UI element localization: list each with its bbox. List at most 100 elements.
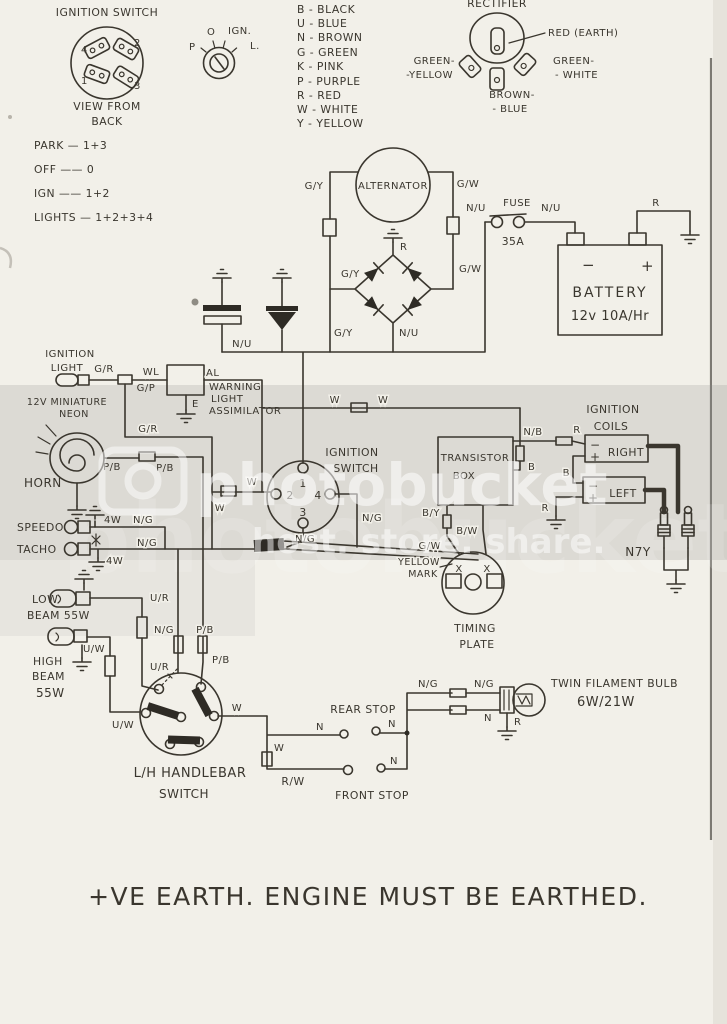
wire-label-nb: N/B xyxy=(523,427,542,438)
watermark-ghost-text: photobucket xyxy=(62,483,727,595)
tail-bulb-spec: 6W/21W xyxy=(577,695,635,710)
position-lights: L. xyxy=(250,41,260,52)
terminal-3-label: 3 xyxy=(134,81,141,92)
wire-label-w: W xyxy=(232,703,242,714)
watermark-tagline-text: host. store. share. xyxy=(252,522,605,562)
wire-label-nu: N/U xyxy=(399,328,419,339)
high-beam-lamp: HIGH BEAM 55W U/W U/W xyxy=(32,627,141,733)
low-beam-lamp: LOW BEAM 55W U/R U/R xyxy=(27,569,170,691)
legend-item: R - RED xyxy=(297,89,341,102)
wire-label-w: W xyxy=(330,395,340,406)
rectifier-red-earth-label: RED (EARTH) xyxy=(548,28,618,39)
wire-label-ng: N/G xyxy=(137,538,157,549)
wire-label-n: N xyxy=(390,756,398,767)
timing-plate: X X YELLOW MARK TIMING PLATE xyxy=(396,551,505,651)
wire-label-nu: N/U xyxy=(541,203,561,214)
position-row: IGN —— 1+2 xyxy=(34,187,110,200)
battery-neg-terminal: − xyxy=(582,256,595,274)
alternator: ALTERNATOR G/Y G/W xyxy=(303,147,480,353)
rectifier-brown-blue-label: BROWN- xyxy=(489,90,535,101)
battery-spec: 12v 10A/Hr xyxy=(571,309,649,324)
handlebar-switch: P/B P/B W L/H HANDLEBAR SWITCH xyxy=(134,624,268,801)
warning-light-assimilator: WL G/P AL E WARNING LIGHT ASSIMILATOR G/… xyxy=(124,364,281,550)
wire-label-by: B/Y xyxy=(422,508,440,519)
position-off: O xyxy=(207,27,215,38)
wire-label-w: W xyxy=(274,743,284,754)
ignition-switch-schematic: 1 2 4 3 IGNITION SWITCH W W N/G N/G xyxy=(211,446,383,548)
high-beam-label1: HIGH xyxy=(33,655,63,668)
battery-pos-terminal: + xyxy=(641,257,654,275)
wire-label-w: W xyxy=(247,477,257,488)
ht-leads xyxy=(642,443,681,515)
spark-plug-type: N7Y xyxy=(625,545,651,559)
fuse: N/U FUSE 35A N/U xyxy=(466,198,576,248)
rectifier-green-white-label2: - WHITE xyxy=(555,70,598,81)
coil-left-neg: − xyxy=(588,479,599,493)
wire-label-al: AL xyxy=(206,368,219,379)
wire-label-ng: N/G xyxy=(133,515,153,526)
switch-position-table: PARK — 1+3 OFF —— 0 IGN —— 1+2 LIGHTS — … xyxy=(34,139,153,224)
rectifier-green-white-label: GREEN- xyxy=(553,56,594,67)
rectifier-title: RECTIFIER xyxy=(467,0,527,10)
switch-terminal-1: 1 xyxy=(299,477,306,490)
neon-label2: NEON xyxy=(59,409,89,420)
legend-item: N - BROWN xyxy=(297,31,363,44)
terminal-4-label: 4 xyxy=(81,45,88,56)
spark-plugs: N7Y xyxy=(625,505,695,594)
speedo-wattage: 4W xyxy=(104,515,121,526)
legend-item: B - BLACK xyxy=(297,3,356,16)
camera-icon xyxy=(98,446,188,516)
stop-switches: REAR STOP N N W R/W N FRONT STOP xyxy=(261,692,453,802)
coil-left-pos: + xyxy=(588,491,599,505)
timing-plate-title2: PLATE xyxy=(459,638,494,651)
coil-right-pos: + xyxy=(590,450,601,464)
coil-right-neg: − xyxy=(590,438,601,452)
wire-label-nu: N/U xyxy=(466,203,486,214)
high-beam-label2: BEAM xyxy=(32,670,65,683)
low-beam-label1: LOW xyxy=(32,593,58,606)
ignition-switch-title2: SWITCH xyxy=(333,462,378,475)
wire-label-ur: U/R xyxy=(150,593,169,604)
coil-right-label: RIGHT xyxy=(608,446,644,459)
rectifier-green-yellow-label: GREEN- xyxy=(414,56,455,67)
wire-label-b: B xyxy=(563,468,570,479)
wire-label-r: R xyxy=(400,242,407,253)
assimilator-label2: LIGHT xyxy=(211,394,244,405)
yellow-mark-label2: MARK xyxy=(408,569,438,580)
wire-label-ng: N/G xyxy=(154,625,174,636)
photobucket-watermark: photobucket xyxy=(0,385,727,636)
wire-label-n: N xyxy=(316,722,324,733)
switch-terminal-3: 3 xyxy=(299,506,306,519)
ng-junction: N/G xyxy=(152,537,479,674)
capacitor xyxy=(191,268,242,353)
wire-label-n: N xyxy=(388,719,396,730)
wire-label-uw: U/W xyxy=(83,644,105,655)
wire-label-pb: P/B xyxy=(196,625,214,636)
ink-dot xyxy=(191,298,199,306)
battery-label: BATTERY xyxy=(572,285,647,301)
assimilator-label1: WARNING xyxy=(209,382,261,393)
legend-item: P - PURPLE xyxy=(297,75,361,88)
transistor-box: TRANSISTOR BOX B N/B R B/Y G/W B/W xyxy=(417,407,586,555)
photobucket-watermark-foreground: photobucket host. store. share. xyxy=(98,446,608,562)
nu-bus: N/U xyxy=(221,221,486,464)
rectifier-component: RECTIFIER RED (EARTH) GREEN- -YELLOW GRE… xyxy=(406,0,618,115)
zener-diode xyxy=(266,268,298,353)
tacho: TACHO 4W N/G xyxy=(16,533,255,572)
position-row: PARK — 1+3 xyxy=(34,139,107,152)
position-row: OFF —— 0 xyxy=(34,163,94,176)
wire-label-bw: B/W xyxy=(456,526,478,537)
position-park: P xyxy=(189,42,196,53)
wire-colour-legend: B - BLACK U - BLUE N - BROWN G - GREEN K… xyxy=(296,3,363,130)
switch-back-title: IGNITION SWITCH xyxy=(56,6,158,19)
wire-label-gy: G/Y xyxy=(341,269,360,280)
coil-left-label: LEFT xyxy=(609,487,636,500)
wire-label-uw: U/W xyxy=(112,720,134,731)
wire-label-r: R xyxy=(573,425,580,436)
wire-label-gy: G/Y xyxy=(305,181,324,192)
wire-label-gr: G/R xyxy=(138,424,158,435)
timing-x-mark: X xyxy=(455,564,462,575)
